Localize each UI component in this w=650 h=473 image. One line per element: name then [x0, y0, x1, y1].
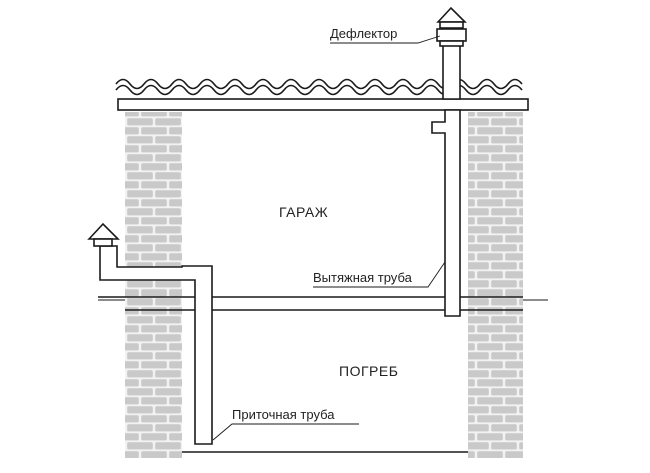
- deflector-label: Дефлектор: [330, 26, 397, 41]
- corrugated-roof: [115, 78, 523, 90]
- exhaust-pipe: [431, 21, 461, 317]
- exhaust-pipe-label: Вытяжная труба: [313, 270, 413, 285]
- supply-pipe-leader: [212, 423, 359, 441]
- deflector-leader: [330, 35, 441, 44]
- corrugated-roof-underside: [115, 84, 523, 96]
- supply-pipe: [99, 245, 213, 445]
- deflector-icon: [436, 6, 467, 47]
- exhaust-pipe-leader: [313, 261, 446, 288]
- left-brick-wall: [125, 112, 182, 458]
- right-brick-wall: [468, 112, 523, 458]
- garage-label: ГАРАЖ: [279, 204, 328, 220]
- supply-cap-icon: [87, 222, 120, 247]
- ceiling-slab: [117, 98, 529, 111]
- supply-pipe-label: Приточная труба: [232, 407, 335, 422]
- cellar-label: ПОГРЕБ: [339, 363, 398, 379]
